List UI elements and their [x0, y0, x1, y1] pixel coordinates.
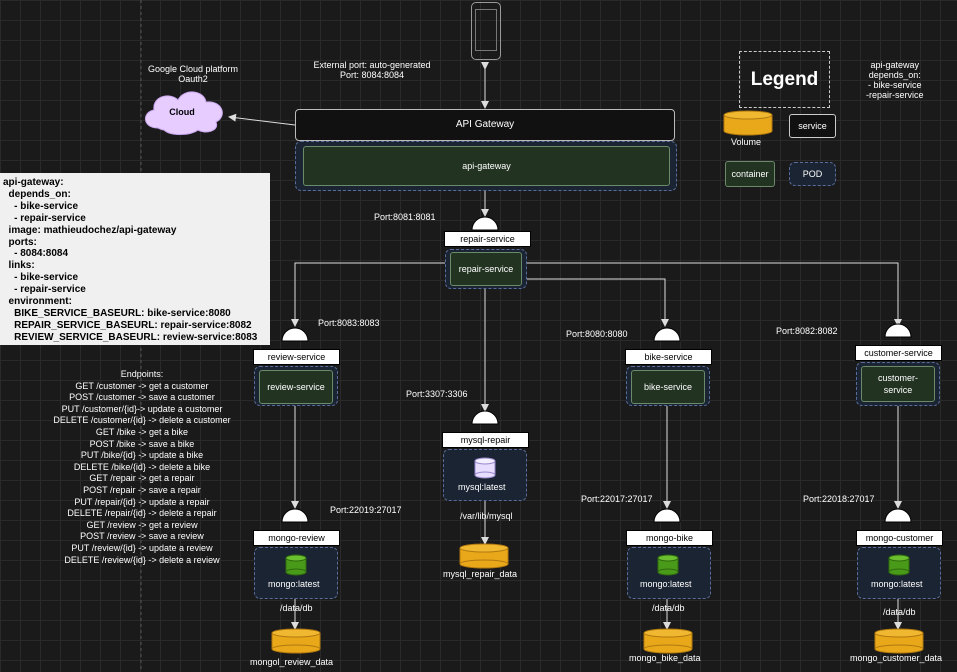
endpoints-list: Endpoints: GET /customer -> get a custom…: [53, 369, 231, 565]
mongo-customer-mount-path: /data/db: [883, 607, 916, 617]
mongo-bike-label[interactable]: mongo-bike: [626, 530, 713, 546]
api-gateway-container[interactable]: api-gateway: [303, 146, 670, 186]
repair-service-container[interactable]: repair-service: [450, 252, 522, 286]
customer-service-label[interactable]: customer-service: [855, 345, 942, 361]
mysql-repair-label[interactable]: mysql-repair: [442, 432, 529, 448]
mysql-database-icon: [474, 457, 496, 479]
mongo-customer-image: mongo:latest: [871, 579, 923, 589]
legend-container: container: [725, 161, 775, 187]
review-service-label[interactable]: review-service: [253, 349, 340, 365]
mongo-review-volume-label: mongol_review_data: [250, 657, 334, 667]
legend-pod: POD: [789, 162, 836, 186]
bike-service-label[interactable]: bike-service: [625, 349, 712, 365]
cloud-icon: [145, 91, 223, 135]
mongo-bike-volume-icon: [643, 628, 693, 654]
mongo-bike-volume-label: mongo_bike_data: [629, 653, 701, 663]
volume-legend-icon: [723, 110, 773, 136]
customer-service-container[interactable]: customer- service: [861, 366, 935, 402]
mongo-review-image: mongo:latest: [268, 579, 320, 589]
mongo-customer-label[interactable]: mongo-customer: [856, 530, 943, 546]
repair-service-label[interactable]: repair-service: [444, 231, 531, 247]
mongo-review-label[interactable]: mongo-review: [253, 530, 340, 546]
mongo-customer-db-icon: [888, 554, 910, 576]
mongo-review-db-icon: [285, 554, 307, 576]
gateway-depends-note: api-gateway depends_on: - bike-service -…: [866, 60, 924, 100]
legend-volume-label: Volume: [731, 137, 762, 147]
mysql-port: Port:3307:3306: [406, 389, 468, 399]
mongo-bike-db-icon: [657, 554, 679, 576]
review-service-container[interactable]: review-service: [259, 370, 333, 404]
repair-port: Port:8081:8081: [374, 212, 436, 222]
mongo-bike-image: mongo:latest: [640, 579, 692, 589]
api-gateway-box[interactable]: API Gateway: [295, 109, 675, 141]
customer-port: Port:8082:8082: [776, 326, 838, 336]
legend-title: Legend: [739, 51, 830, 108]
review-port: Port:8083:8083: [318, 318, 380, 328]
mongo-review-volume-icon: [271, 628, 321, 654]
mongo-customer-volume-label: mongo_customer_data: [850, 653, 943, 663]
mysql-mount-path: /var/lib/mysql: [460, 511, 513, 521]
mysql-volume-label: mysql_repair_data: [443, 569, 518, 579]
legend-service: service: [789, 114, 836, 138]
api-gateway-yaml: api-gateway: depends_on: - bike-service …: [0, 173, 270, 345]
mongo-customer-port: Port:22018:27017: [803, 494, 875, 504]
mysql-volume-icon: [459, 543, 509, 569]
mongo-review-port: Port:22019:27017: [330, 505, 402, 515]
mongo-bike-port: Port:22017:27017: [581, 494, 653, 504]
mongo-review-mount-path: /data/db: [280, 603, 313, 613]
mongo-customer-volume-icon: [874, 628, 924, 654]
bike-port: Port:8080:8080: [566, 329, 628, 339]
bike-service-container[interactable]: bike-service: [631, 370, 705, 404]
mongo-bike-mount-path: /data/db: [652, 603, 685, 613]
mysql-image: mysql:latest: [458, 482, 506, 492]
cloud-label: Cloud: [169, 107, 195, 117]
mobile-phone-icon: [471, 2, 501, 60]
